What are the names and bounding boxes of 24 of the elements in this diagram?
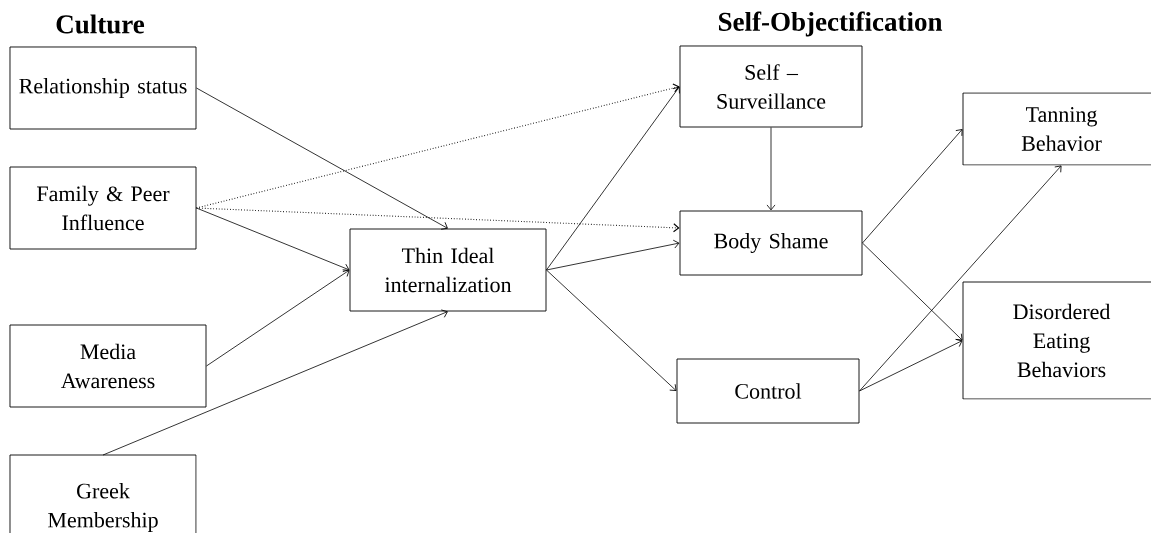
arrow: [195, 207, 680, 233]
arrow: [862, 242, 963, 341]
arrow: [546, 86, 680, 271]
process-box: Media Awareness: [9, 324, 207, 408]
process-box: Control: [676, 358, 860, 424]
process-box: Family & Peer Influence: [9, 166, 197, 250]
arrow: [102, 309, 448, 456]
arrow: [862, 129, 963, 244]
process-box: Greek Membership: [9, 454, 197, 533]
arrow: [206, 269, 350, 367]
arrow: [859, 339, 963, 392]
process-box: Disordered Eating Behaviors: [962, 281, 1151, 400]
arrow: [546, 239, 680, 271]
arrow: [196, 207, 350, 272]
arrow: [859, 165, 1062, 392]
arrow: [196, 87, 448, 230]
arrow: [546, 269, 677, 391]
process-box: Thin Ideal internalization: [349, 228, 547, 312]
process-box: Body Shame: [679, 210, 863, 276]
arrow: [766, 127, 776, 211]
process-box: Tanning Behavior: [962, 92, 1151, 166]
process-box: Relationship status: [9, 46, 197, 130]
process-box: Self – Surveillance: [679, 45, 863, 128]
heading: Self-Objectification: [719, 11, 943, 37]
